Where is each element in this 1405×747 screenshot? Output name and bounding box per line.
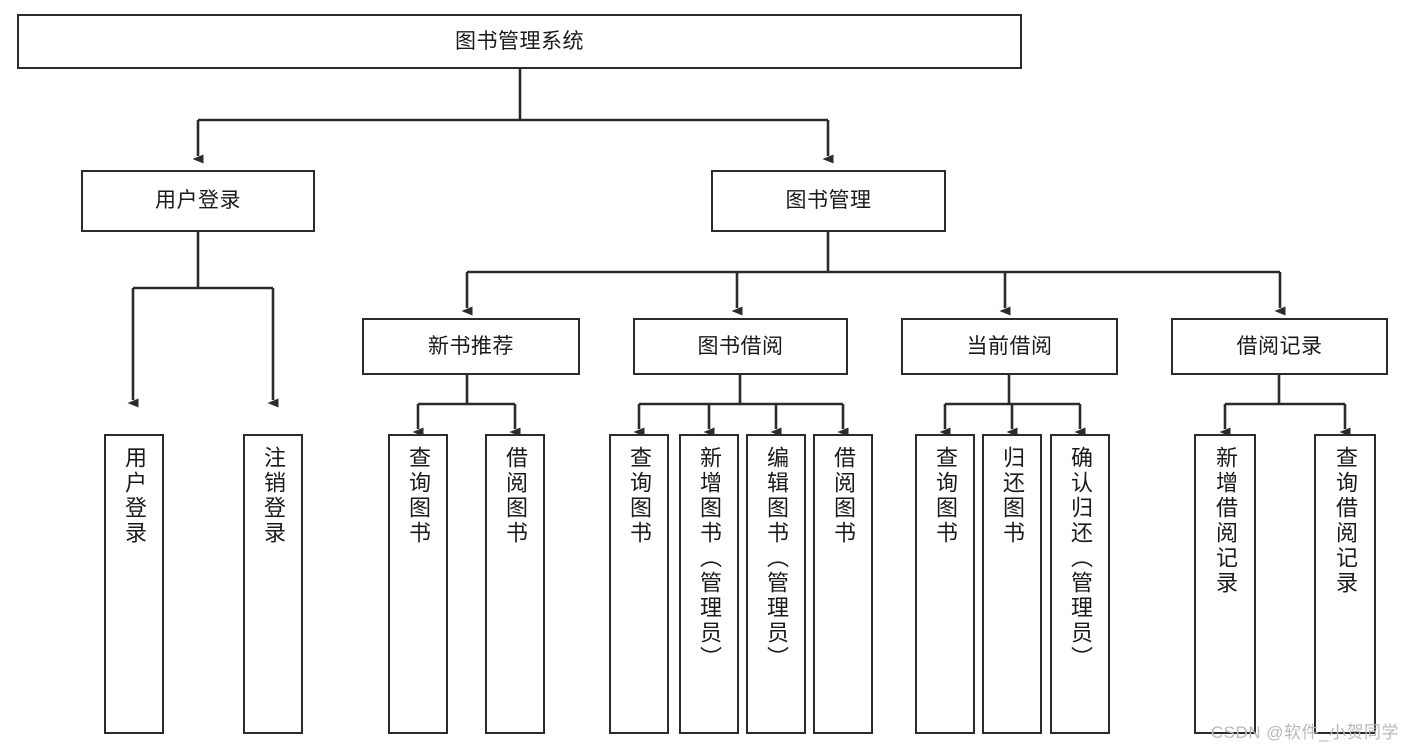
node-book-management[interactable]: 图书管理	[711, 170, 946, 232]
node-label: 用户登录	[155, 189, 241, 213]
node-user-login[interactable]: 用户登录	[81, 170, 315, 232]
node-label: 当前借阅	[966, 334, 1053, 358]
leaf-query-book-new[interactable]: 查询图书	[388, 434, 448, 734]
node-label: 查询图书	[627, 446, 652, 546]
node-borrow-record[interactable]: 借阅记录	[1171, 318, 1388, 375]
node-label: 借阅图书	[831, 446, 856, 546]
watermark: CSDN @软件_小贺同学	[1210, 723, 1399, 742]
node-label: 确认归还（管理员）	[1068, 446, 1093, 671]
leaf-logout[interactable]: 注销登录	[243, 434, 303, 734]
leaf-add-book-admin[interactable]: 新增图书（管理员）	[679, 434, 739, 734]
node-label: 用户登录	[122, 446, 147, 546]
node-label: 编辑图书（管理员）	[764, 446, 789, 671]
node-label: 图书管理系统	[455, 29, 584, 53]
leaf-query-book-current[interactable]: 查询图书	[915, 434, 975, 734]
leaf-edit-book-admin[interactable]: 编辑图书（管理员）	[746, 434, 806, 734]
node-label: 查询图书	[406, 446, 431, 546]
node-label: 归还图书	[1000, 446, 1025, 546]
leaf-confirm-return-admin[interactable]: 确认归还（管理员）	[1050, 434, 1110, 734]
node-label: 图书管理	[785, 189, 872, 213]
node-label: 查询图书	[933, 446, 958, 546]
leaf-user-login[interactable]: 用户登录	[104, 434, 164, 734]
node-label: 图书借阅	[697, 334, 784, 358]
leaf-query-borrow-record[interactable]: 查询借阅记录	[1314, 434, 1376, 734]
leaf-borrow-book[interactable]: 借阅图书	[813, 434, 873, 734]
node-label: 注销登录	[261, 446, 286, 546]
node-label: 查询借阅记录	[1333, 446, 1358, 596]
node-label: 新增图书（管理员）	[697, 446, 722, 671]
node-book-borrow[interactable]: 图书借阅	[633, 318, 848, 375]
leaf-return-book[interactable]: 归还图书	[982, 434, 1042, 734]
node-label: 新增借阅记录	[1213, 446, 1238, 596]
leaf-add-borrow-record[interactable]: 新增借阅记录	[1194, 434, 1256, 734]
leaf-borrow-book-new[interactable]: 借阅图书	[485, 434, 545, 734]
node-current-borrow[interactable]: 当前借阅	[901, 318, 1118, 375]
node-root-system[interactable]: 图书管理系统	[17, 14, 1022, 69]
node-label: 借阅记录	[1236, 334, 1323, 358]
leaf-query-book-borrow[interactable]: 查询图书	[609, 434, 669, 734]
node-label: 借阅图书	[503, 446, 528, 546]
node-label: 新书推荐	[428, 334, 514, 358]
node-new-book-recommend[interactable]: 新书推荐	[362, 318, 580, 375]
